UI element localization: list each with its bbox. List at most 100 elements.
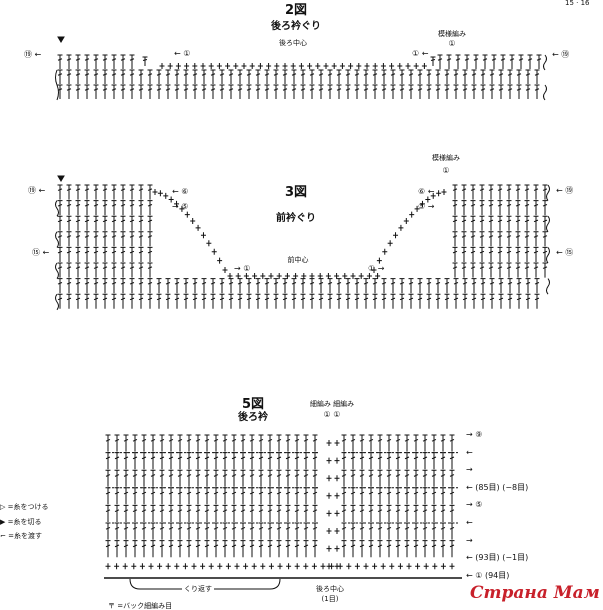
- double-crochet-stitch: [368, 452, 374, 470]
- double-crochet-stitch: [488, 215, 494, 231]
- double-crochet-stitch: [129, 54, 135, 69]
- single-crochet-stitch: [326, 440, 332, 446]
- double-crochet-stitch: [372, 293, 378, 309]
- double-crochet-stitch: [312, 469, 318, 487]
- single-crochet-stitch: [211, 248, 217, 255]
- double-crochet-stitch: [84, 278, 90, 294]
- double-crochet-stitch: [381, 69, 387, 84]
- single-crochet-stitch: [152, 189, 158, 195]
- double-crochet-stitch: [497, 246, 503, 262]
- double-crochet-stitch: [482, 54, 488, 69]
- double-crochet-stitch: [449, 540, 455, 558]
- single-crochet-stitch: [413, 63, 419, 69]
- double-crochet-stitch: [66, 69, 72, 84]
- double-crochet-stitch: [210, 69, 216, 84]
- double-crochet-stitch: [404, 540, 410, 558]
- single-crochet-stitch: [175, 63, 181, 69]
- single-crochet-stitch: [167, 63, 173, 69]
- double-crochet-stitch: [150, 540, 156, 558]
- double-crochet-stitch: [497, 231, 503, 247]
- double-crochet-stitch: [359, 522, 365, 540]
- fig5-top-labels: 細編み 細編み: [309, 400, 355, 408]
- double-crochet-stitch: [506, 215, 512, 231]
- double-crochet-stitch: [213, 452, 219, 470]
- double-crochet-stitch: [470, 262, 476, 278]
- double-crochet-stitch: [129, 200, 135, 216]
- double-crochet-stitch: [123, 452, 129, 470]
- double-crochet-stitch: [204, 452, 210, 470]
- double-crochet-stitch: [479, 215, 485, 231]
- double-crochet-stitch: [524, 184, 530, 200]
- single-crochet-stitch: [174, 200, 180, 207]
- double-crochet-stitch: [75, 54, 81, 69]
- double-crochet-stitch: [165, 84, 171, 99]
- double-crochet-stitch: [516, 293, 522, 309]
- double-crochet-stitch: [129, 262, 135, 278]
- double-crochet-stitch: [363, 84, 369, 99]
- double-crochet-stitch: [138, 246, 144, 262]
- double-crochet-stitch: [291, 69, 297, 84]
- double-crochet-stitch: [506, 262, 512, 278]
- double-crochet-stitch: [377, 434, 383, 452]
- double-crochet-stitch: [66, 200, 72, 216]
- double-crochet-stitch: [129, 184, 135, 200]
- double-crochet-stitch: [150, 434, 156, 452]
- double-crochet-stitch: [431, 487, 437, 505]
- double-crochet-stitch: [192, 84, 198, 99]
- double-crochet-stitch: [395, 522, 401, 540]
- single-crochet-stitch: [301, 273, 307, 279]
- double-crochet-stitch: [66, 278, 72, 294]
- double-crochet-stitch: [524, 215, 530, 231]
- single-crochet-stitch: [406, 563, 412, 570]
- turning-chain: [55, 200, 59, 217]
- single-crochet-stitch: [449, 563, 455, 570]
- fig5-row-label: ←: [466, 518, 473, 527]
- double-crochet-stitch: [453, 293, 459, 309]
- double-crochet-stitch: [57, 54, 63, 69]
- single-crochet-stitch: [325, 273, 331, 279]
- double-crochet-stitch: [354, 84, 360, 99]
- double-crochet-stitch: [75, 231, 81, 247]
- double-crochet-stitch: [213, 434, 219, 452]
- double-crochet-stitch: [204, 504, 210, 522]
- double-crochet-stitch: [422, 469, 428, 487]
- single-crochet-stitch: [397, 563, 403, 570]
- double-crochet-stitch: [276, 522, 282, 540]
- double-crochet-stitch: [93, 278, 99, 294]
- double-crochet-stitch: [309, 69, 315, 84]
- single-crochet-stitch: [326, 457, 332, 464]
- double-crochet-stitch: [219, 84, 225, 99]
- double-crochet-stitch: [327, 69, 333, 84]
- single-crochet-stitch: [148, 563, 154, 570]
- fig5-center-count: (1目): [321, 595, 339, 603]
- double-crochet-stitch: [368, 504, 374, 522]
- single-crochet-stitch: [334, 457, 340, 464]
- single-crochet-stitch: [257, 63, 263, 69]
- double-crochet-stitch: [57, 262, 63, 278]
- double-crochet-stitch: [449, 504, 455, 522]
- double-crochet-stitch: [386, 434, 392, 452]
- double-crochet-stitch: [132, 540, 138, 558]
- double-crochet-stitch: [102, 215, 108, 231]
- double-crochet-stitch: [195, 504, 201, 522]
- single-crochet-stitch: [326, 510, 332, 517]
- double-crochet-stitch: [285, 522, 291, 540]
- double-crochet-stitch: [93, 293, 99, 309]
- single-crochet-stitch: [294, 563, 300, 570]
- double-crochet-stitch: [341, 487, 347, 505]
- double-crochet-stitch: [498, 69, 504, 84]
- double-crochet-stitch: [453, 69, 459, 84]
- double-crochet-stitch: [186, 452, 192, 470]
- double-crochet-stitch: [285, 434, 291, 452]
- single-crochet-stitch: [268, 273, 274, 279]
- double-crochet-stitch: [138, 293, 144, 309]
- double-crochet-stitch: [368, 487, 374, 505]
- double-crochet-stitch: [291, 84, 297, 99]
- double-crochet-stitch: [381, 293, 387, 309]
- double-crochet-stitch: [413, 522, 419, 540]
- double-crochet-stitch: [114, 487, 120, 505]
- double-crochet-stitch: [431, 504, 437, 522]
- double-crochet-stitch: [186, 540, 192, 558]
- double-crochet-stitch: [228, 293, 234, 309]
